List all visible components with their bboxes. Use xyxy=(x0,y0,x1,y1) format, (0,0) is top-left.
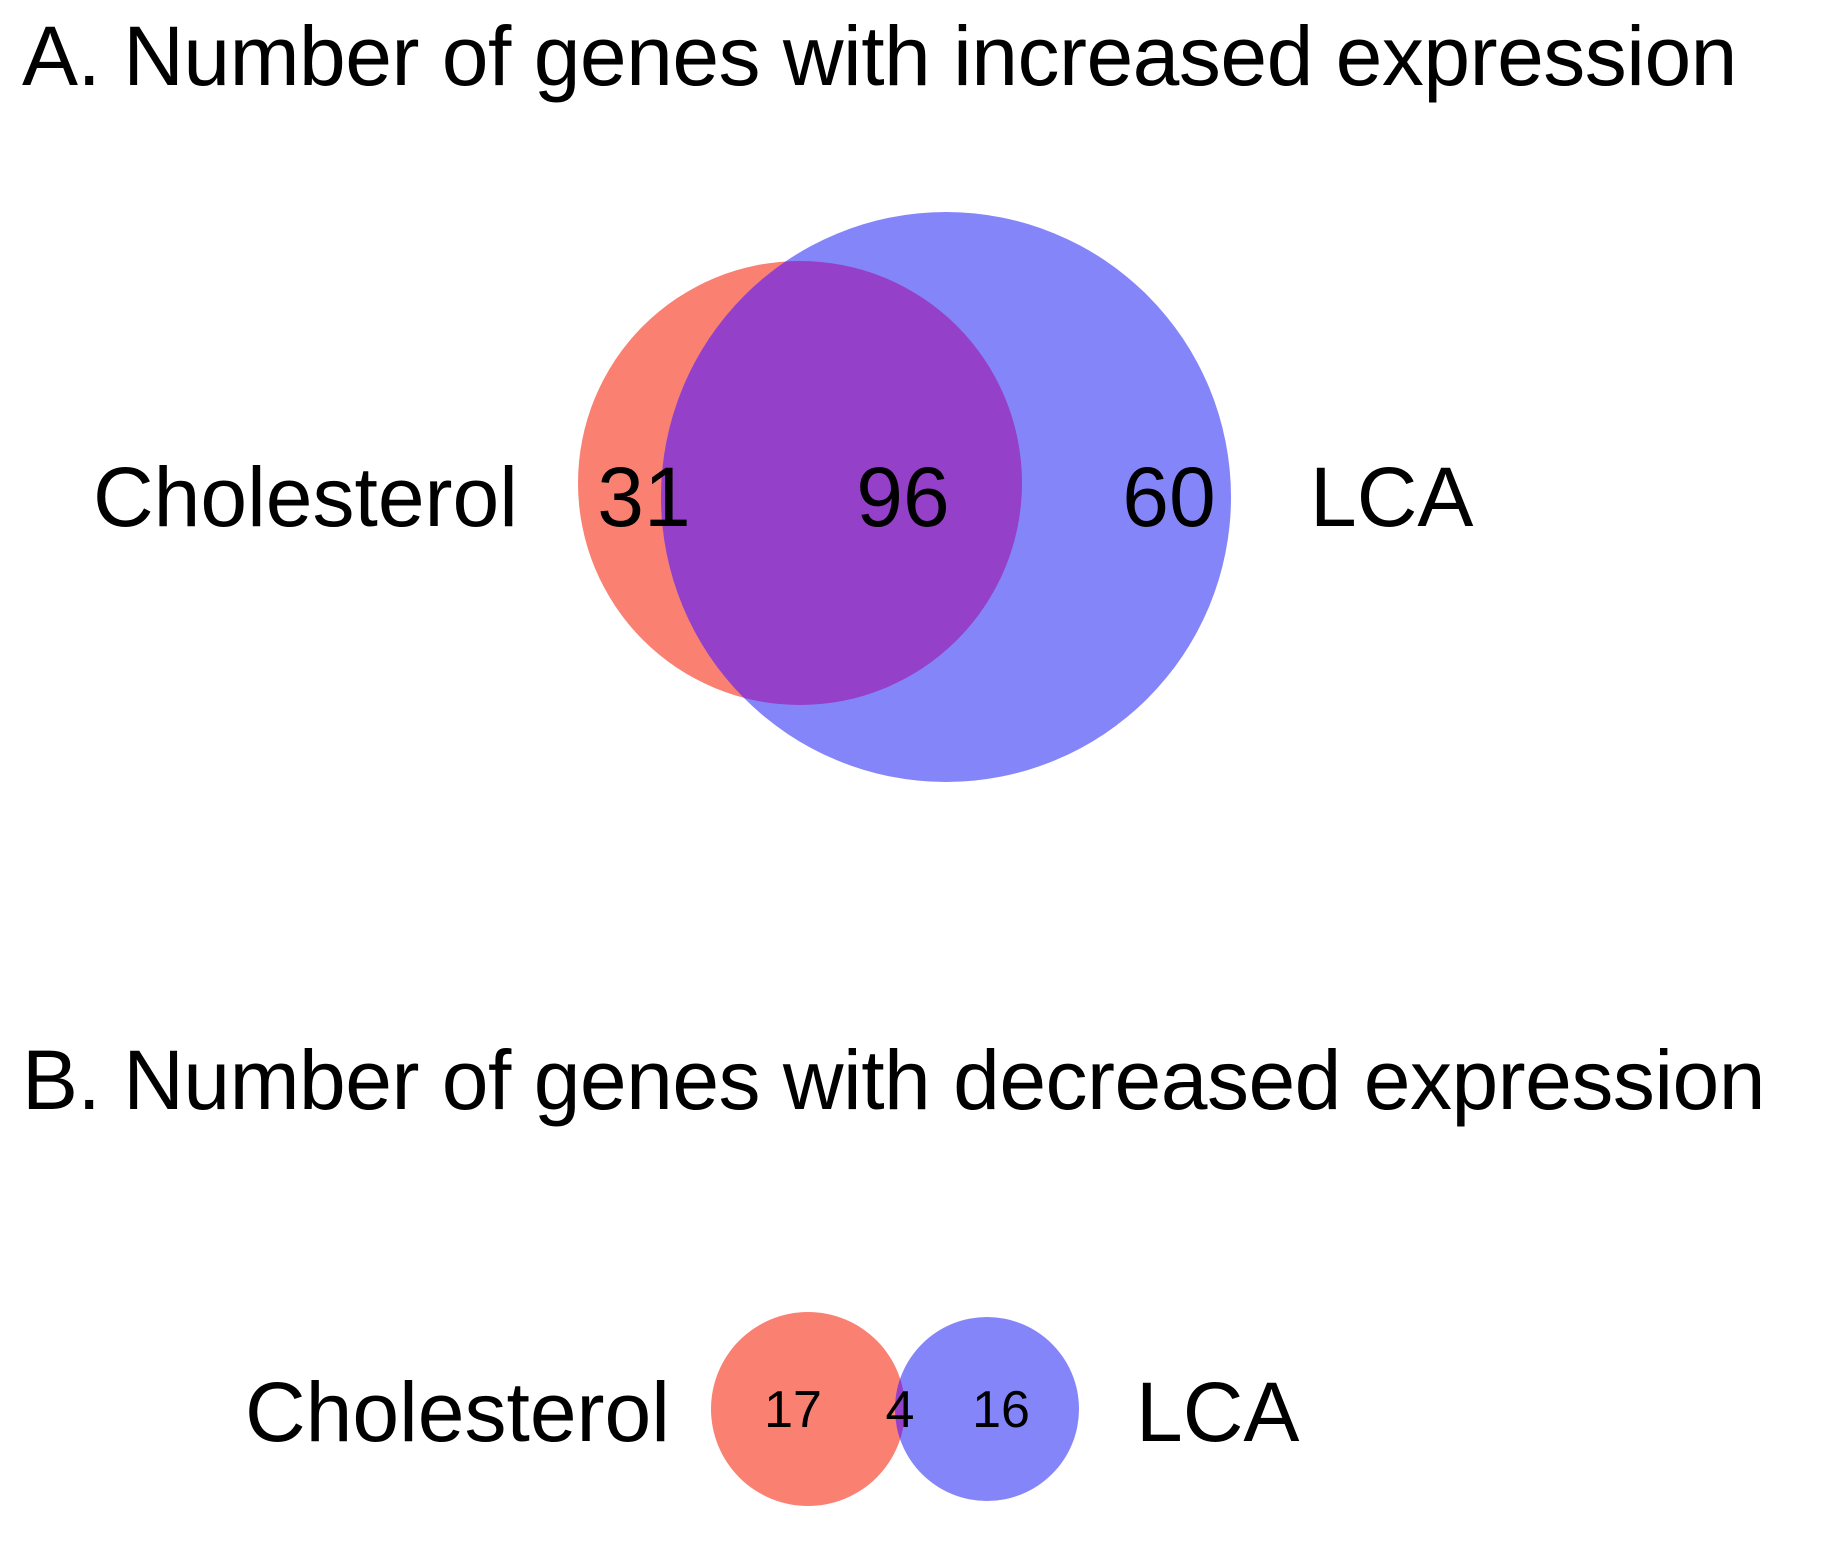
venn-b-count-cholesterol-only: 17 xyxy=(764,1381,822,1439)
venn-a-count-intersection: 96 xyxy=(856,450,950,544)
panel-a-title: A. Number of genes with increased expres… xyxy=(22,9,1737,103)
venn-a-intersection xyxy=(661,261,1022,705)
venn-a-label-cholesterol: Cholesterol xyxy=(93,450,518,544)
venn-b-circle-lca xyxy=(895,1317,1079,1501)
venn-a-count-cholesterol-only: 31 xyxy=(597,450,691,544)
panel-b-title: B. Number of genes with decreased expres… xyxy=(22,1033,1765,1127)
venn-diagram-a xyxy=(578,212,1231,782)
venn-b-label-lca: LCA xyxy=(1136,1365,1300,1459)
venn-a-label-lca: LCA xyxy=(1310,450,1474,544)
venn-a-count-lca-only: 60 xyxy=(1122,450,1216,544)
venn-b-count-intersection: 4 xyxy=(885,1381,915,1439)
venn-b-circle-cholesterol xyxy=(711,1312,905,1506)
venn-b-count-lca-only: 16 xyxy=(972,1381,1030,1439)
venn-b-label-cholesterol: Cholesterol xyxy=(245,1365,670,1459)
